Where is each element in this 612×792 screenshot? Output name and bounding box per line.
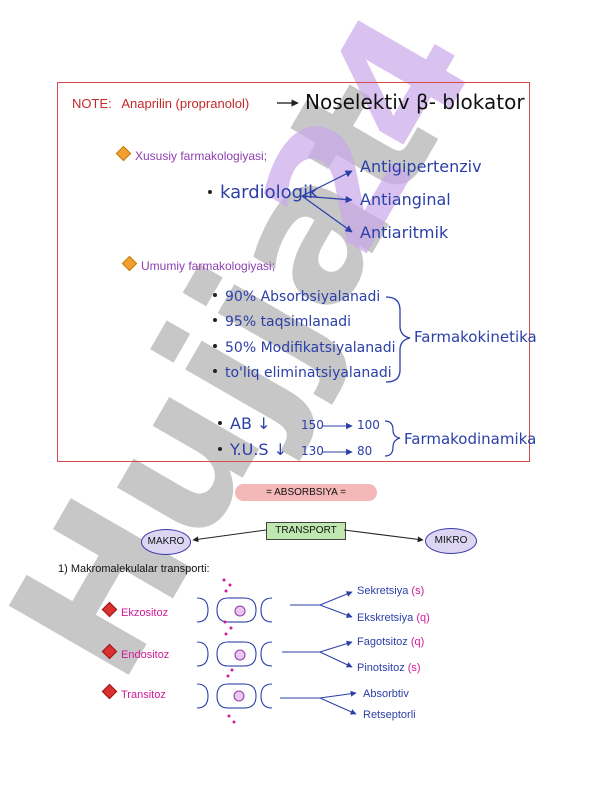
dynamics-brace: [385, 421, 400, 456]
cell-diagram-endositoz: [197, 621, 272, 667]
ekzositoz-fork: [290, 592, 352, 617]
endositoz-fork: [282, 642, 352, 667]
transitoz-fork: [280, 693, 356, 714]
kinetics-brace: [386, 297, 410, 382]
cell-diagram-transitoz: [197, 669, 272, 724]
arrow-to-macro: [193, 530, 266, 540]
arrow-to-micro: [344, 530, 423, 540]
cell-diagram-ekzositoz: [197, 579, 272, 623]
kardiologik-fork: [302, 171, 352, 232]
